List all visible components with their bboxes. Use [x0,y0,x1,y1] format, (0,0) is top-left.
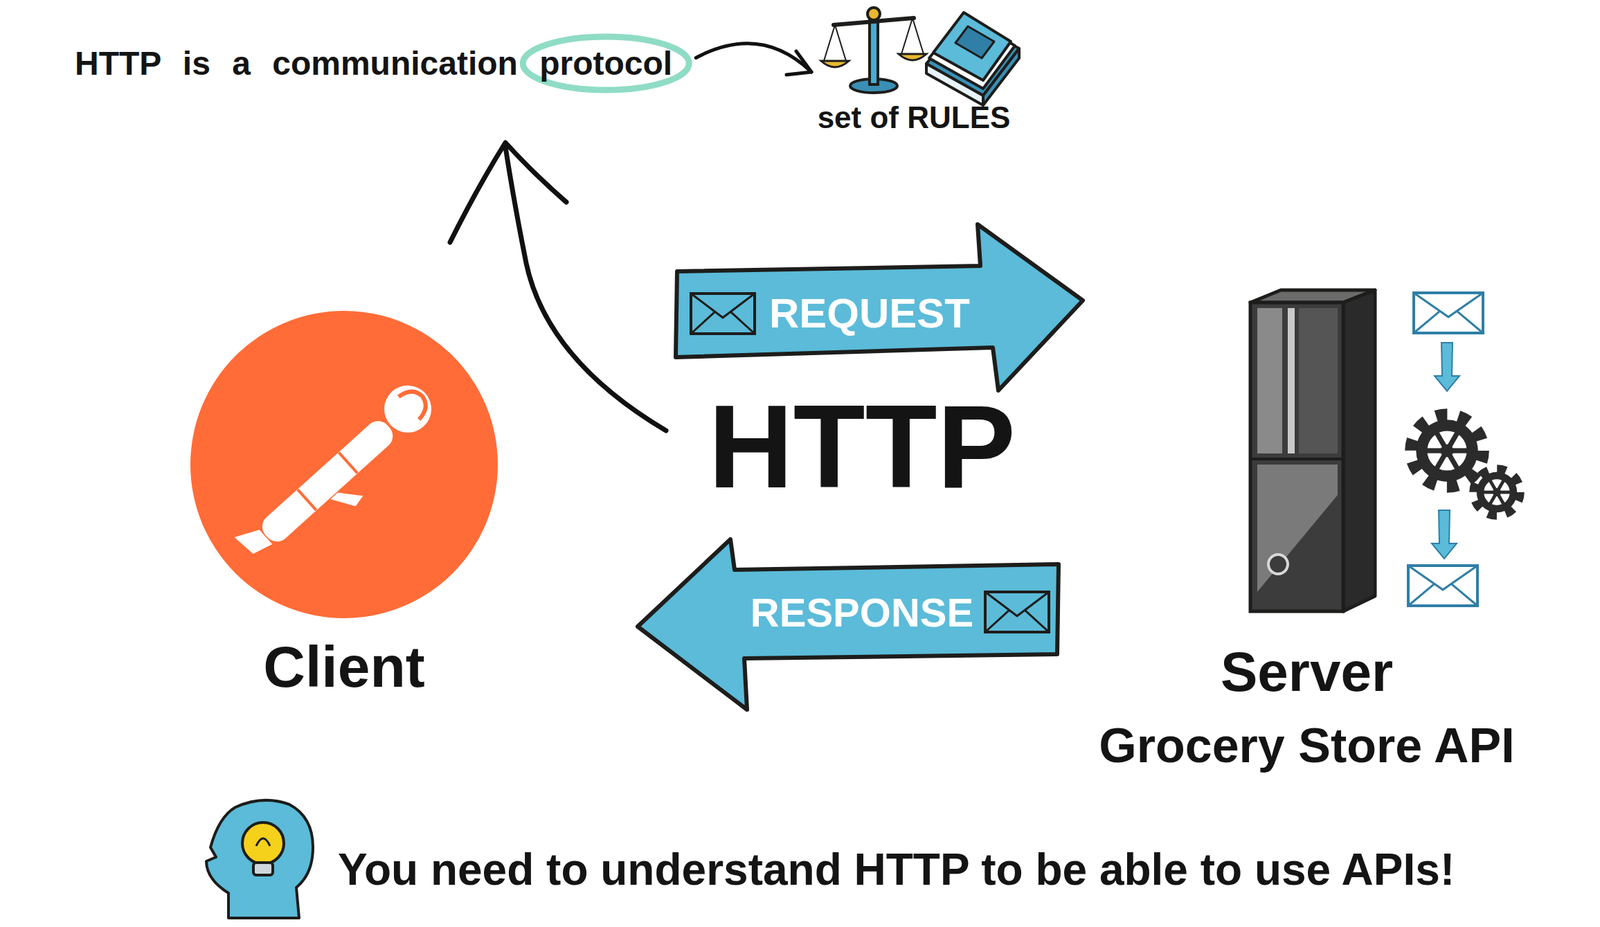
protocol-label: HTTP [708,387,1016,506]
orange-circle [190,310,498,619]
caption-text: You need to understand HTTP to be able t… [337,844,1455,896]
book-icon [926,12,1020,106]
figure-belt [338,452,358,474]
block-arrow: RESPONSE [633,536,1063,714]
envelope-flap [985,591,1049,617]
envelope-fold [690,311,755,334]
figure-head [374,375,442,443]
envelope-flap [1413,292,1483,318]
rules-label: set of RULES [817,102,1011,133]
node-shape [1239,287,1531,613]
envelope-icon [985,591,1049,633]
tower-shine [1257,464,1338,592]
envelope-flap [690,293,755,318]
envelope-fold [1408,583,1478,606]
gear-teeth [1473,468,1521,516]
figure-feet [234,521,273,560]
figure-body [255,414,400,549]
tower-bay [1257,308,1283,454]
figure-belt [297,489,317,511]
rules-label-box: set of RULES [803,102,1025,133]
text-holder: Client [85,633,604,701]
down-arrow [1431,510,1457,559]
block-arrow: REQUEST [671,221,1087,395]
gear-body [1476,472,1517,513]
tower-bay [1298,308,1338,454]
tower-seam [1250,457,1344,461]
node-shape [189,309,500,620]
client-label: Client [263,633,425,701]
down-arrow [1434,342,1460,392]
figure-arm [330,481,365,516]
arrow-shape [675,224,1083,391]
envelope-icon [1408,565,1478,606]
server-tower: ServerGrocery Store API [1239,287,1531,613]
envelope-group [985,591,1049,633]
power-button [1268,554,1288,574]
envelope-flap [1408,565,1478,590]
envelope-icon [690,293,755,334]
envelope-group [690,293,755,334]
tower-side [1343,290,1375,612]
text-holder: ServerGrocery Store API [962,640,1600,775]
astronaut-figure [232,375,451,581]
figure-visor [398,384,433,420]
arrow-label: RESPONSE [750,589,974,637]
arrow-shape [637,539,1059,710]
gear-body [1415,419,1478,482]
curved-arrow [450,142,667,431]
gear-teeth [1410,414,1483,487]
protocol-label-box: HTTP [685,387,1039,506]
arrow-label: REQUEST [769,289,970,338]
pointer-arrow [695,43,812,73]
scales-icon [821,7,927,93]
processing-icons [1408,292,1521,606]
server-label: Server [1220,640,1393,705]
envelope-fold [985,609,1049,633]
pointer-arrowhead [786,51,812,75]
envelope-fold [1413,310,1483,334]
text-holder: REQUEST [761,271,978,355]
client-circle: Client [189,309,500,620]
envelope-icon [1413,292,1483,334]
gear-hub [1440,444,1454,458]
server-tower-drawing [1250,290,1375,612]
api-label: Grocery Store API [1098,717,1515,775]
tower-front [1250,302,1344,612]
tower-stripe [1287,308,1295,454]
text-holder: RESPONSE [744,569,980,656]
idea-head-icon [206,800,313,919]
title-text: HTTP is a communication protocol [74,44,673,83]
gear-hub [1492,488,1501,497]
